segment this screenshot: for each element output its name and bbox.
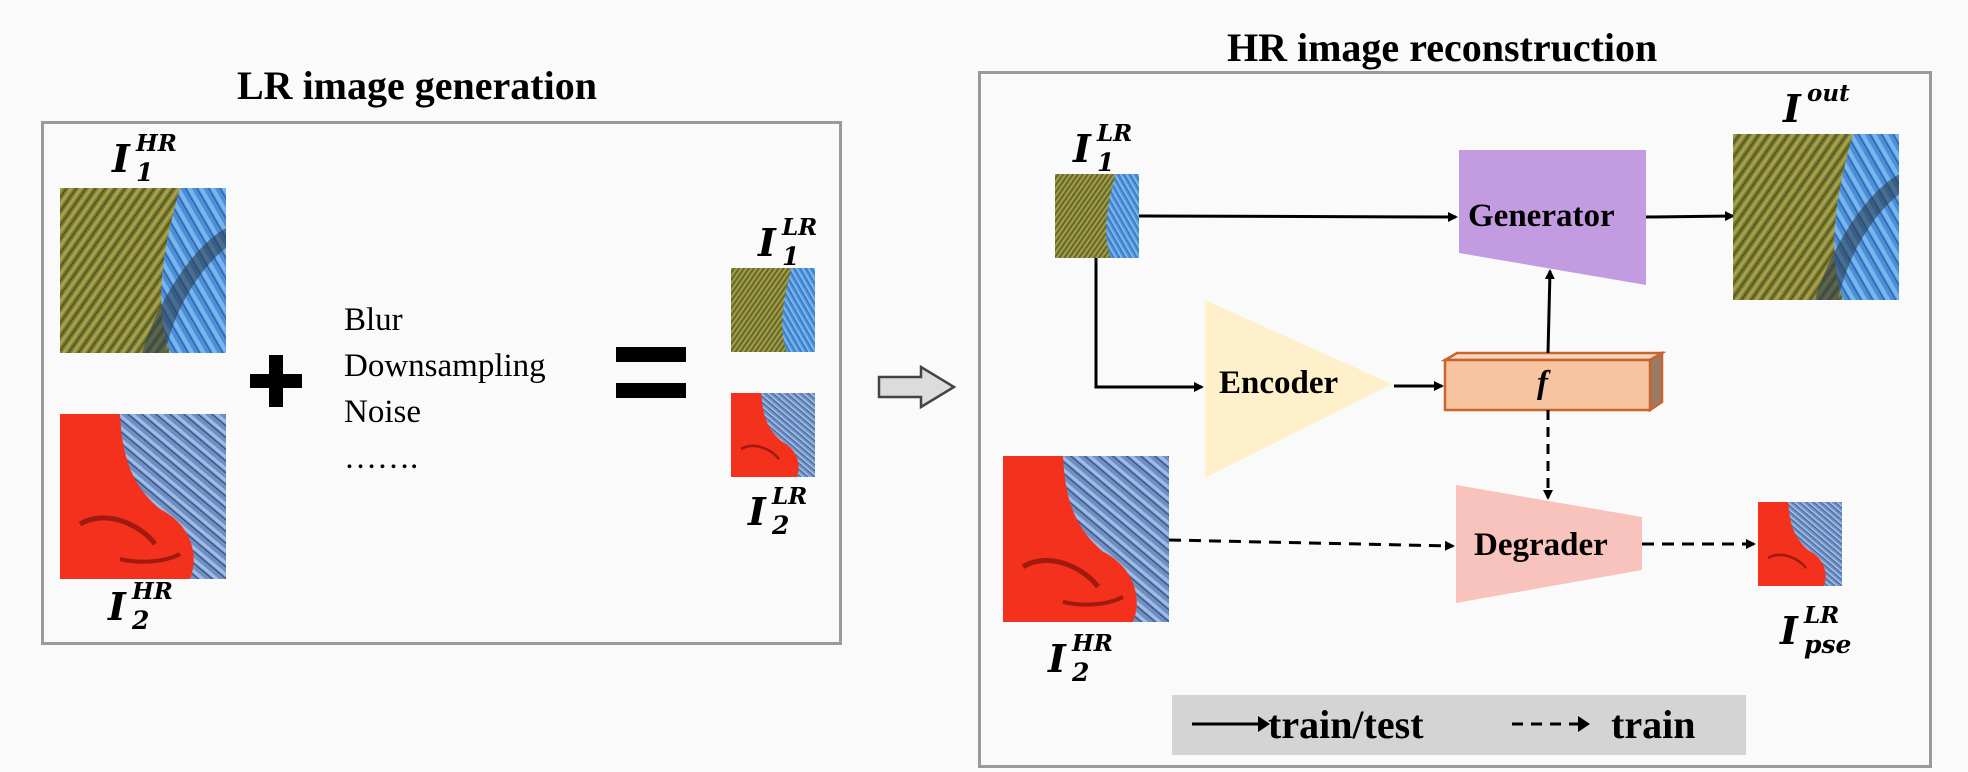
hr-to-degrader-arrow: [1168, 538, 1455, 551]
feature-label: f: [1537, 365, 1548, 401]
output-hr-image: [1733, 134, 1899, 300]
degradation-blur: Blur: [344, 302, 403, 338]
degrader-block: [1456, 485, 1642, 603]
right-panel-title: HR image reconstruction: [1227, 25, 1658, 70]
legend-dashed-arrow-icon: [1512, 716, 1590, 732]
input-lr-image: [1055, 174, 1139, 258]
lr-label-2: I LR 2: [748, 483, 808, 540]
generator-label: Generator: [1468, 198, 1615, 234]
degradation-downsampling: Downsampling: [344, 348, 546, 384]
legend-dashed-label: train: [1611, 702, 1696, 747]
hr-label-2: I HR 2: [108, 578, 173, 635]
hr-image-1: [60, 188, 226, 353]
encoder-block: [1205, 300, 1392, 478]
lr-image-1: [731, 268, 815, 352]
lr-image-2: [731, 393, 815, 477]
plus-icon: [250, 355, 302, 407]
legend-solid-label: train/test: [1268, 702, 1424, 747]
hr-label-1: I HR 1: [112, 130, 177, 187]
generator-to-output-arrow: [1645, 211, 1735, 222]
feature-block: [1440, 350, 1667, 413]
input-lr-label: I LR 1: [1073, 120, 1133, 177]
output-label: I out: [1783, 80, 1850, 131]
feature-to-generator-arrow: [1544, 269, 1555, 354]
lr-to-encoder-arrow: [1094, 258, 1204, 392]
input-hr-image: [1003, 456, 1169, 622]
lr-to-generator-arrow: [1136, 211, 1458, 222]
input-hr-label: I HR 2: [1048, 630, 1113, 687]
degrader-label: Degrader: [1474, 527, 1608, 563]
degradation-ellipsis: …….: [344, 440, 419, 476]
next-step-arrow-icon: [877, 365, 957, 409]
hr-image-2: [60, 414, 226, 579]
generator-block: [1459, 150, 1646, 285]
encoder-label: Encoder: [1219, 365, 1339, 401]
legend-solid-arrow-icon: [1192, 716, 1270, 732]
equals-icon: [616, 347, 686, 398]
pseudo-lr-image: [1758, 502, 1842, 586]
degradation-noise: Noise: [344, 394, 421, 430]
pseudo-lr-label: I LR pse: [1780, 602, 1852, 659]
lr-label-1: I LR 1: [758, 214, 818, 271]
left-panel-title: LR image generation: [237, 63, 597, 108]
degradation-list: Blur Downsampling Noise …….: [344, 297, 546, 481]
